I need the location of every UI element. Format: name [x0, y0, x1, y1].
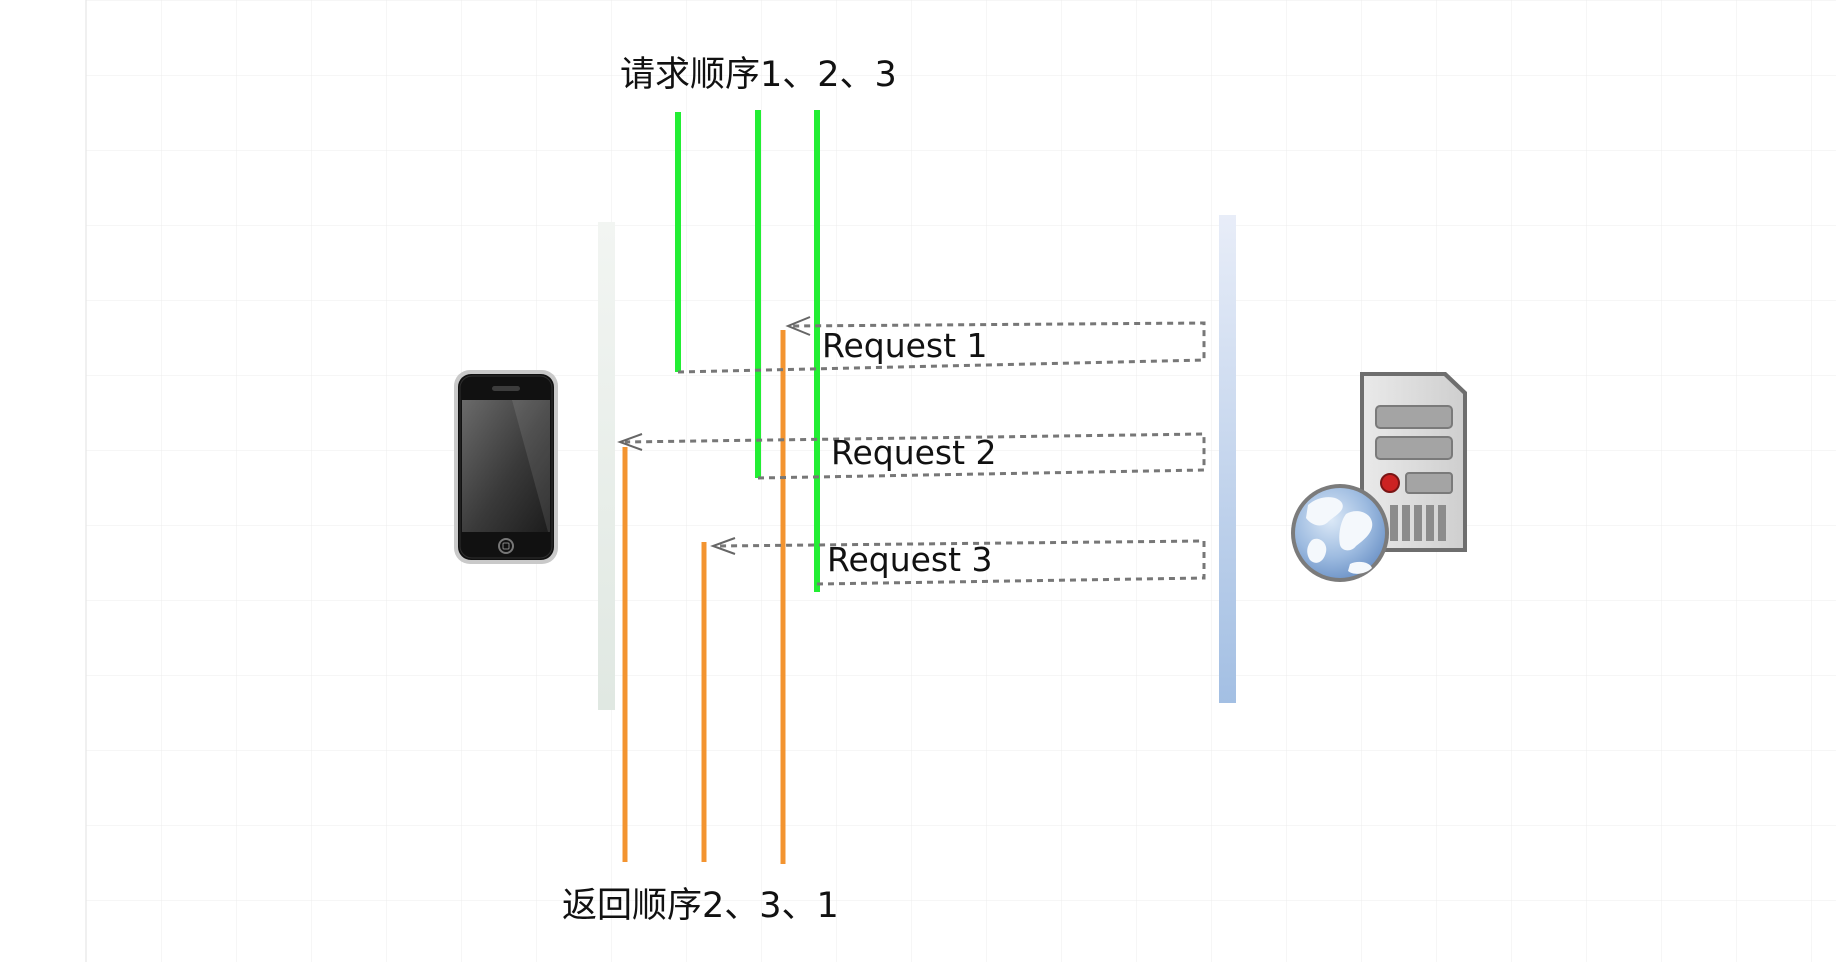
client-lifeline [598, 222, 615, 710]
grid-background [86, 0, 1836, 962]
request-2-label: Request 2 [831, 433, 997, 472]
request-1-dashed-loop [677, 321, 1206, 374]
smartphone-icon [454, 370, 558, 564]
web-server-icon [1291, 372, 1467, 582]
request-1-label: Request 1 [822, 326, 988, 365]
request-2-dashed-loop [624, 432, 1206, 480]
server-lifeline [1219, 215, 1236, 703]
request-order-label: 请求顺序1、2、3 [620, 55, 897, 95]
arrowhead-request-3 [710, 537, 736, 555]
response-order-label: 返回顺序2、3、1 [562, 886, 839, 926]
arrowhead-request-1 [785, 316, 811, 336]
arrowhead-request-2 [617, 433, 643, 451]
request-3-label: Request 3 [827, 540, 993, 579]
